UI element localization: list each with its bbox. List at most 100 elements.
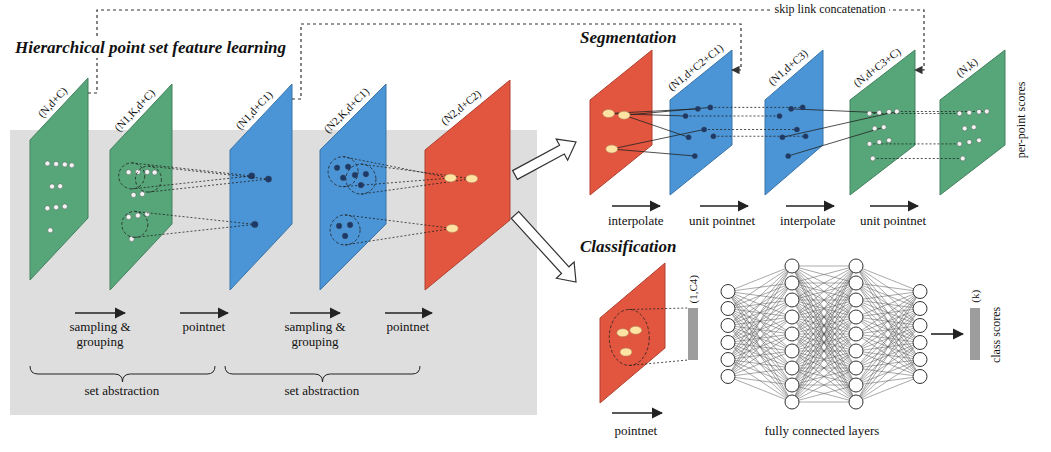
- dimension-label: (1,C4): [687, 275, 700, 303]
- fc-connection: [792, 317, 856, 402]
- point: [977, 109, 982, 114]
- link-line: [629, 308, 688, 309]
- operation-label: unit pointnet: [689, 214, 755, 229]
- fc-connection: [792, 351, 856, 402]
- link-line: [629, 360, 688, 365]
- fc-connection: [856, 266, 920, 343]
- point: [887, 109, 892, 114]
- fc-connection: [728, 266, 792, 377]
- fc-connection: [728, 292, 792, 386]
- point: [894, 109, 899, 114]
- neuron: [913, 336, 927, 350]
- layer-plane-shape: [940, 50, 1005, 195]
- centroid-point: [446, 224, 458, 232]
- global-region: [609, 309, 649, 365]
- link-line: [870, 113, 960, 114]
- process-arrow: [180, 312, 228, 314]
- link-line: [897, 111, 987, 112]
- fc-connection: [728, 334, 792, 377]
- point-set-layer: (N2,d+C2): [425, 80, 510, 290]
- process-arrow: [870, 205, 918, 207]
- process-arrow: [385, 312, 432, 314]
- fc-connection: [856, 343, 920, 403]
- fc-connection: [792, 283, 856, 402]
- point: [971, 125, 976, 130]
- link-line: [713, 136, 805, 137]
- point: [45, 206, 50, 211]
- fc-connection: [856, 266, 920, 377]
- layer-plane: [600, 263, 665, 403]
- point: [131, 192, 136, 197]
- fc-connection: [856, 283, 920, 343]
- fc-connection: [728, 309, 792, 386]
- point: [984, 109, 989, 114]
- fc-connection: [792, 368, 856, 402]
- point: [340, 175, 346, 181]
- dimension-label: (k): [969, 290, 982, 303]
- point: [69, 163, 74, 168]
- fc-connection: [856, 266, 920, 326]
- fc-connection: [792, 334, 856, 402]
- link-line: [686, 116, 780, 117]
- layer-plane-shape: [320, 84, 386, 290]
- skip-link: [292, 24, 741, 99]
- neuron: [785, 276, 799, 290]
- neuron: [785, 327, 799, 341]
- point: [145, 170, 150, 175]
- fc-connection: [856, 360, 920, 403]
- section-title: Segmentation: [580, 28, 676, 48]
- point: [48, 228, 53, 233]
- point: [957, 111, 962, 116]
- fc-connection: [728, 266, 792, 343]
- branch-arrow: [513, 139, 576, 179]
- centroid-point: [606, 145, 618, 153]
- neuron: [785, 344, 799, 358]
- fc-connection: [792, 266, 856, 334]
- neuron: [913, 370, 927, 384]
- point: [803, 134, 808, 139]
- link-line: [782, 112, 896, 138]
- point: [252, 221, 258, 227]
- link-line: [624, 115, 689, 137]
- point: [967, 140, 972, 145]
- link-line: [612, 130, 704, 150]
- operation-label: fully connected layers: [765, 424, 880, 439]
- fc-connection: [856, 283, 920, 377]
- point: [702, 127, 707, 132]
- point: [708, 105, 713, 110]
- point: [62, 204, 67, 209]
- fc-connection: [728, 326, 792, 386]
- fc-connection: [728, 266, 792, 292]
- neuron: [785, 361, 799, 375]
- neuron: [721, 336, 735, 350]
- fc-connection: [792, 385, 856, 402]
- link-line: [704, 129, 797, 130]
- fc-connection: [792, 266, 856, 317]
- point: [867, 111, 872, 116]
- point: [870, 156, 875, 161]
- neuron: [849, 361, 863, 375]
- fc-connection: [856, 377, 920, 403]
- neuron: [913, 353, 927, 367]
- fc-connection: [728, 360, 792, 386]
- fc-connection: [792, 266, 856, 368]
- neuron: [913, 285, 927, 299]
- point-set-layer: (N1,d+C1): [230, 84, 292, 290]
- link-line: [788, 127, 884, 156]
- fc-connection: [792, 283, 856, 402]
- point: [126, 170, 131, 175]
- centroid-point: [630, 326, 642, 334]
- neuron: [849, 378, 863, 392]
- process-arrow: [75, 312, 125, 314]
- neuron: [785, 293, 799, 307]
- point: [789, 106, 794, 111]
- neuron: [849, 293, 863, 307]
- point: [695, 106, 700, 111]
- fc-connection: [728, 266, 792, 360]
- fc-connection: [792, 300, 856, 402]
- fc-connection: [792, 266, 856, 300]
- layer-plane-shape: [30, 78, 88, 280]
- fc-connection: [728, 309, 792, 403]
- neuron: [849, 310, 863, 324]
